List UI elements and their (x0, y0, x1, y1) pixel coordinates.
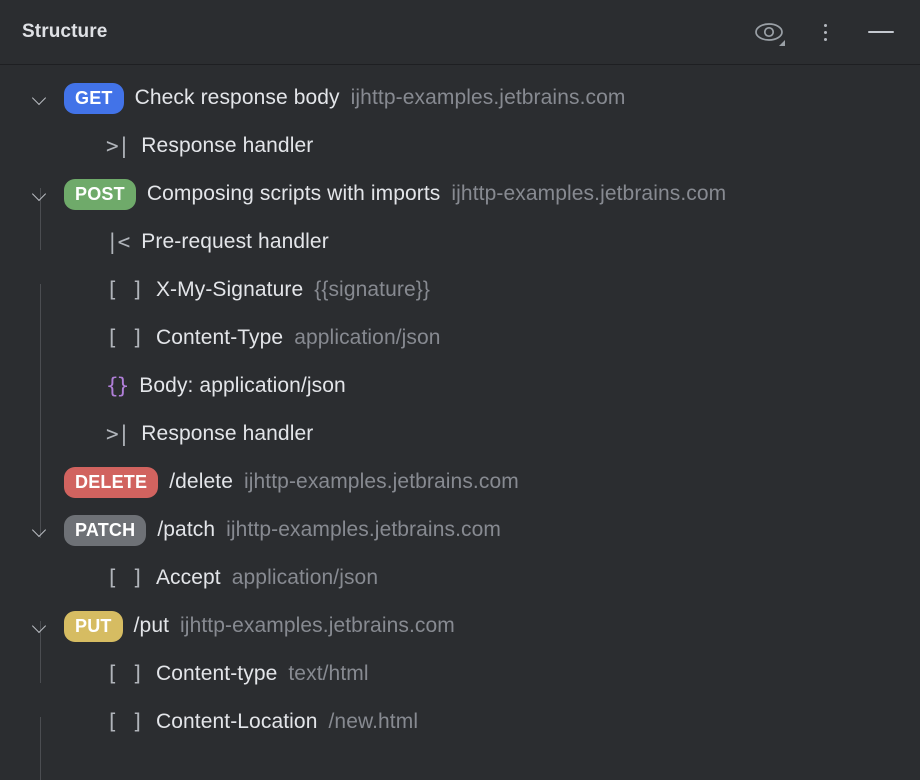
eye-shape (755, 23, 783, 41)
tree-row[interactable]: |< Pre-request handler (0, 218, 920, 266)
page-title: Structure (22, 21, 108, 42)
tree-row-label: /put (133, 614, 170, 637)
more-vert-icon-glyph (823, 23, 827, 41)
tree-row-value: /new.html (328, 710, 419, 733)
tree-row-label: Content-Location (155, 710, 318, 733)
http-header-icon: [ ] (106, 662, 144, 686)
tree-row[interactable]: [ ] Content-type text/html (0, 650, 920, 698)
dropdown-triangle-icon (779, 40, 785, 46)
tree-row-value: ijhttp-examples.jetbrains.com (350, 86, 626, 109)
tree-guide-line (40, 284, 41, 538)
tree-row[interactable]: [ ] X-My-Signature {{signature}} (0, 266, 920, 314)
tree-row[interactable]: DELETE/delete ijhttp-examples.jetbrains.c… (0, 458, 920, 506)
http-header-icon: [ ] (106, 710, 144, 734)
more-vert-icon[interactable] (810, 17, 840, 47)
tree-row[interactable]: {} Body: application/json (0, 362, 920, 410)
minimize-icon-glyph (868, 31, 894, 33)
http-method-badge: PUT (64, 610, 123, 642)
script-handler-icon: >| (106, 134, 130, 158)
tree-row-value: ijhttp-examples.jetbrains.com (451, 182, 727, 205)
http-header-icon: [ ] (106, 566, 144, 590)
tree-row[interactable]: >| Response handler (0, 122, 920, 170)
tree-row-label: Body: application/json (139, 374, 346, 397)
tree-row[interactable]: [ ] Content-Type application/json (0, 314, 920, 362)
tree-row[interactable]: GET Check response body ijhttp-examples.je… (0, 74, 920, 122)
tree-guide-line (40, 621, 41, 683)
chevron-down-icon[interactable] (31, 89, 48, 106)
json-body-icon: {} (106, 374, 129, 398)
tree-row-label: Response handler (141, 134, 314, 157)
chevron-down-icon[interactable] (31, 185, 48, 202)
http-method-badge: DELETE (64, 466, 159, 498)
tree-guide-line (40, 717, 41, 780)
tree-row-value: application/json (294, 326, 441, 349)
http-header-icon: [ ] (106, 326, 144, 350)
http-header-icon: [ ] (106, 278, 144, 302)
tree-row-value: {{signature}} (314, 278, 430, 301)
tree-row[interactable]: PATCH/patch ijhttp-examples.jetbrains.com (0, 506, 920, 554)
tree-row-label: Pre-request handler (141, 230, 329, 253)
tree-row-label: Content-type (155, 662, 278, 685)
tree-row-label: Composing scripts with imports (146, 182, 441, 205)
tree-row[interactable]: >| Response handler (0, 410, 920, 458)
eye-icon-glyph (754, 21, 785, 46)
tree-row-value: ijhttp-examples.jetbrains.com (180, 614, 455, 637)
structure-tree[interactable]: GET Check response body ijhttp-examples.je… (0, 65, 920, 780)
chevron-down-icon[interactable] (31, 617, 48, 634)
minimize-icon[interactable] (866, 17, 896, 47)
tree-row-label: Response handler (141, 422, 314, 445)
script-handler-icon: |< (106, 230, 130, 254)
script-handler-icon: >| (106, 422, 130, 446)
tree-row-label: Check response body (134, 86, 340, 109)
http-method-badge: POST (64, 178, 136, 210)
tree-row-value: ijhttp-examples.jetbrains.com (226, 518, 501, 541)
tool-window-header: Structure (0, 0, 920, 65)
tree-row-label: Accept (155, 566, 221, 589)
tree-row[interactable]: [ ] Accept application/json (0, 554, 920, 602)
tree-row-label: Content-Type (155, 326, 284, 349)
tree-row-label: /delete (169, 470, 233, 493)
http-method-badge: GET (64, 82, 124, 114)
chevron-down-icon[interactable] (31, 521, 48, 538)
tree-guide-line (40, 188, 41, 250)
eye-icon[interactable] (754, 17, 785, 47)
tree-row-value: ijhttp-examples.jetbrains.com (243, 470, 519, 493)
tree-row[interactable]: POST Composing scripts with imports ijhttp… (0, 170, 920, 218)
http-method-badge: PATCH (64, 514, 147, 546)
tree-row[interactable]: [ ] Content-Location/new.html (0, 698, 920, 746)
tree-row[interactable]: PUT/put ijhttp-examples.jetbrains.com (0, 602, 920, 650)
tree-row-label: X-My-Signature (155, 278, 304, 301)
tree-row-value: application/json (231, 566, 379, 589)
header-actions (754, 17, 902, 47)
tree-row-label: /patch (157, 518, 216, 541)
tree-row-value: text/html (288, 662, 369, 685)
